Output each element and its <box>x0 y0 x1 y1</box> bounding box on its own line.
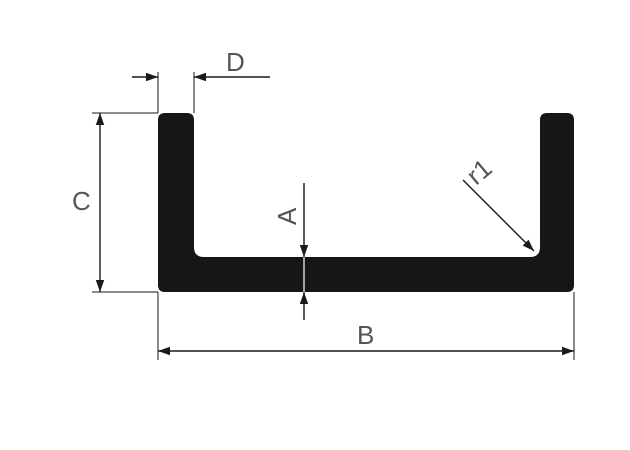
dimension-b-label: B <box>357 320 374 350</box>
dimension-a-label: A <box>272 207 302 225</box>
dimension-b: B <box>157 292 575 360</box>
dimension-r1-label: r1 <box>461 153 498 191</box>
dimension-c: C <box>72 112 158 293</box>
dimension-a: A <box>272 183 309 320</box>
dimension-d-label: D <box>226 47 245 77</box>
dimension-c-label: C <box>72 186 91 216</box>
dimension-r1: r1 <box>461 153 535 252</box>
dimension-d: D <box>132 47 270 113</box>
channel-profile <box>158 113 574 292</box>
